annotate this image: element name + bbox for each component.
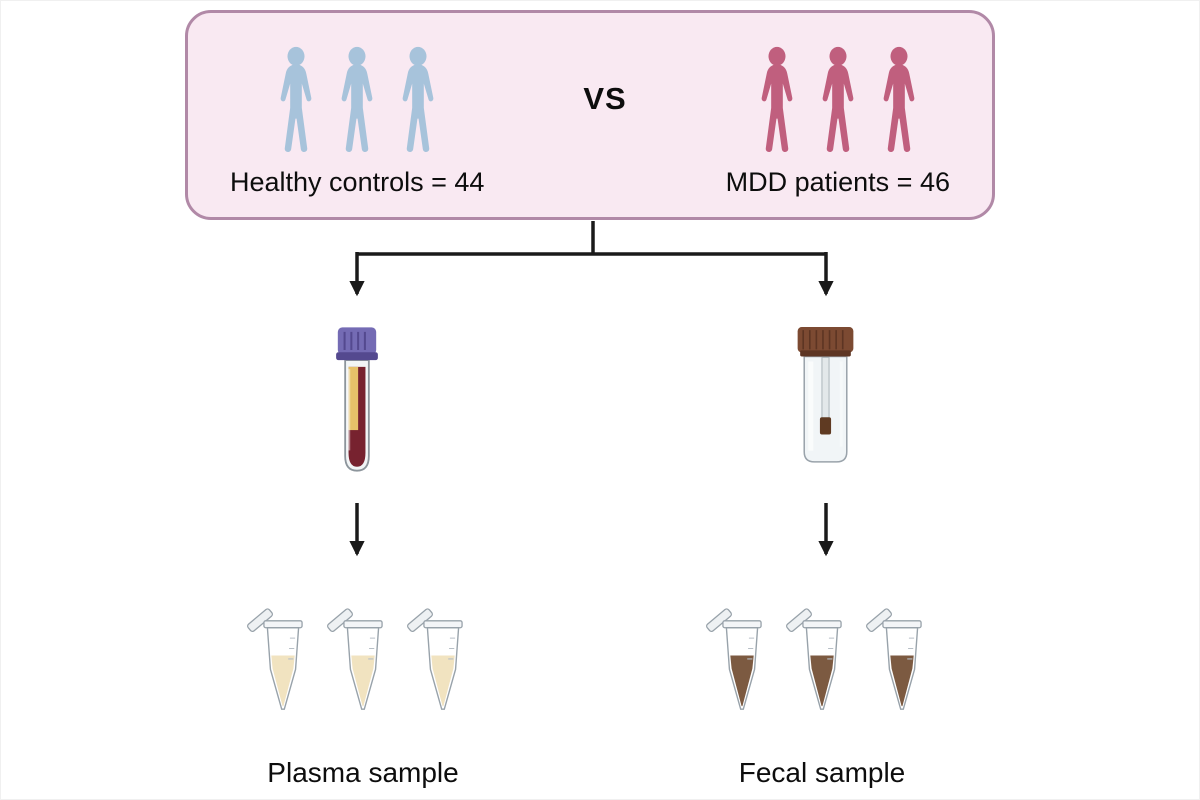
plasma-microtube-icon bbox=[405, 607, 463, 710]
plasma-tubes-group bbox=[244, 600, 482, 717]
blood-tube-cap bbox=[337, 327, 377, 355]
fecal-microtube-icon bbox=[784, 607, 842, 710]
fecal-container-cap bbox=[797, 327, 854, 353]
healthy-silhouettes bbox=[269, 46, 445, 158]
person-icon bbox=[883, 46, 915, 153]
fecal-content bbox=[730, 655, 754, 707]
plasma-microtube-icon bbox=[245, 607, 303, 710]
plasma-content bbox=[351, 655, 375, 707]
person-icon bbox=[822, 46, 854, 153]
fecal-microtube-icon bbox=[704, 607, 762, 710]
vs-label: VS bbox=[583, 81, 627, 116]
fecal-container-cap-lip bbox=[800, 350, 851, 357]
mdd-silhouettes bbox=[750, 46, 926, 158]
healthy-group-label: Healthy controls = 44 bbox=[230, 167, 485, 197]
person-icon bbox=[341, 46, 373, 153]
blood-tube-cap-lip bbox=[336, 352, 378, 361]
fecal-container-icon bbox=[797, 327, 854, 463]
fecal-container-cap-ridges bbox=[802, 330, 844, 350]
cohort-box: Healthy controls = 44 VS MDD patients = … bbox=[185, 10, 995, 220]
fecal-container-highlight bbox=[808, 361, 814, 451]
plasma-microtube-icon bbox=[325, 607, 383, 710]
person-icon bbox=[761, 46, 793, 153]
plasma-content bbox=[271, 655, 295, 707]
fecal-sample-blob bbox=[819, 417, 832, 435]
blood-tube-cap-ridges bbox=[343, 331, 366, 350]
plasma-layer bbox=[348, 366, 359, 431]
mdd-group-label: MDD patients = 46 bbox=[725, 167, 950, 197]
plasma-sample-label: Plasma sample bbox=[267, 757, 459, 788]
person-icon bbox=[280, 46, 312, 153]
fecal-content bbox=[810, 655, 834, 707]
fecal-tubes-group bbox=[703, 600, 941, 717]
healthy-group: Healthy controls = 44 bbox=[230, 46, 484, 198]
person-icon bbox=[402, 46, 434, 153]
mdd-group: MDD patients = 46 bbox=[726, 46, 950, 198]
sample-stick bbox=[821, 356, 830, 425]
fecal-sample-label: Fecal sample bbox=[738, 757, 906, 788]
fecal-container-highlight-2 bbox=[839, 361, 843, 447]
blood-tube-highlight bbox=[347, 369, 351, 451]
connector-split-line bbox=[357, 221, 826, 256]
fecal-content bbox=[890, 655, 914, 707]
blood-tube-icon bbox=[336, 327, 378, 472]
plasma-content bbox=[431, 655, 455, 707]
fecal-microtube-icon bbox=[864, 607, 922, 710]
